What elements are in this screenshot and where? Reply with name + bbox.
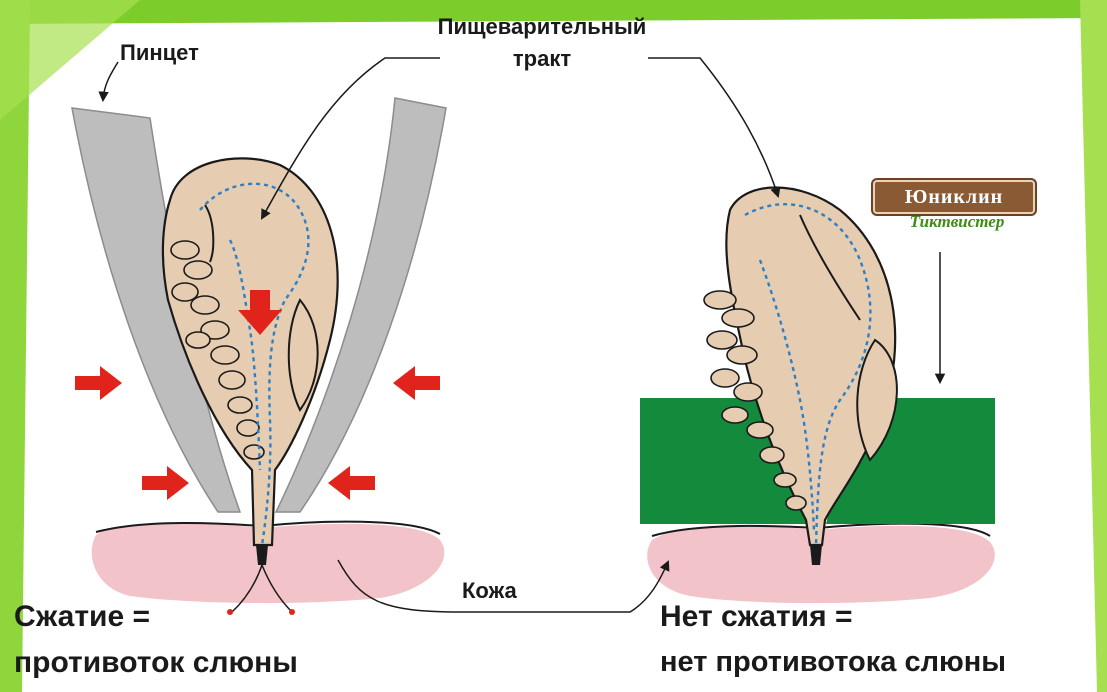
left-caption-line2: противоток слюны bbox=[14, 646, 298, 680]
right-caption-line1: Нет сжатия = bbox=[660, 600, 852, 634]
right-caption-line2: нет противотока слюны bbox=[660, 646, 1006, 679]
brand-product-name: Тиктвистер bbox=[882, 212, 1032, 232]
skin-label: Кожа bbox=[462, 578, 517, 604]
left-caption-line1: Сжатие = bbox=[14, 600, 150, 634]
digestive-tract-label-line1: Пищеварительный bbox=[392, 14, 692, 40]
tweezers-label: Пинцет bbox=[120, 40, 199, 66]
digestive-tract-label-line2: тракт bbox=[392, 46, 692, 72]
brand-logo: Юниклин bbox=[873, 180, 1035, 214]
